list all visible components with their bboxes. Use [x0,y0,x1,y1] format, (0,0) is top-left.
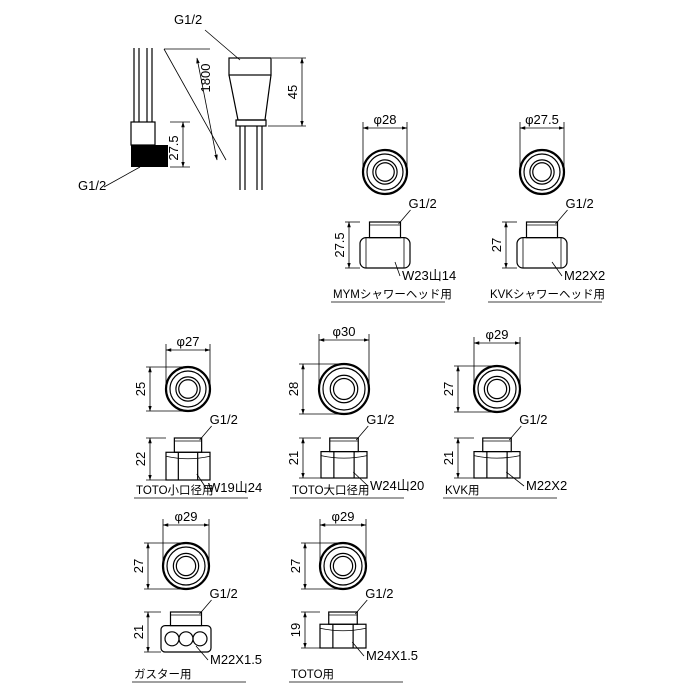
connection-label: W24山20 [370,478,424,493]
adapter-side-view [516,221,568,269]
caption: TOTO用 [291,669,334,681]
height-label: 27 [489,238,504,252]
height-label: 22 [133,452,148,466]
dim-head: 45 [285,85,300,99]
adapter-top-view [161,541,211,591]
adapters: φ2827.5G1/2W23山14MYMシャワーヘッド用φ27.527G1/2M… [131,112,605,683]
thread-label: G1/2 [365,586,393,601]
thread-label: G1/2 [210,586,238,601]
connection-label: M22X2 [526,478,567,493]
caption: TOTO大口径用 [292,483,370,497]
height-label: 27.5 [332,232,347,257]
adapter-top-view [518,148,566,196]
adapter-side-view [165,437,211,481]
adapter-side-view [320,437,368,479]
diameter-label: φ27 [177,334,200,349]
connection-label: W19山24 [208,480,262,495]
label-g12-bottom: G1/2 [78,178,106,193]
label-g12-top: G1/2 [174,12,202,27]
diameter-label: φ29 [486,327,509,342]
caption: TOTO小口径用 [136,484,214,497]
dim-length: 1800 [198,64,213,93]
height-label: 21 [286,451,301,465]
diameter-label: φ27.5 [525,112,559,127]
diameter-label: φ29 [332,509,355,524]
top-height-label: 27 [441,382,456,396]
caption: ガスター用 [134,668,192,681]
caption: MYMシャワーヘッド用 [333,289,452,301]
diameter-label: φ28 [374,112,397,127]
top-height-label: 28 [286,382,301,396]
thread-label: G1/2 [519,412,547,427]
diameter-label: φ29 [175,509,198,524]
connection-label: M22X2 [564,268,605,283]
thread-label: G1/2 [566,196,594,211]
top-height-label: 27 [131,559,146,573]
diameter-label: φ30 [333,324,356,339]
connection-label: M22X1.5 [210,652,262,667]
hose-knurled-nut [131,145,168,167]
caption: KVKシャワーヘッド用 [490,289,605,301]
thread-label: G1/2 [366,412,394,427]
adapter-side-view [160,611,212,653]
connection-label: M24X1.5 [366,648,418,663]
connection-label: W23山14 [402,268,456,283]
adapter-top-view [164,365,212,413]
adapter-top-view [317,362,371,416]
dim-tail: 27.5 [166,135,181,160]
thread-label: G1/2 [210,412,238,427]
height-label: 21 [441,451,456,465]
adapter-side-view [473,437,521,479]
hose-drawing: 27.5 G1/2 1800 G1/2 45 [78,12,306,193]
adapter-top-view [318,541,368,591]
caption: KVK用 [445,485,480,497]
adapter-side-view [359,221,411,269]
height-label: 19 [288,623,303,637]
top-height-label: 27 [288,559,303,573]
thread-label: G1/2 [409,196,437,211]
adapter-side-view [319,611,367,649]
height-label: 21 [131,625,146,639]
adapter-top-view [472,364,522,414]
top-height-label: 25 [133,382,148,396]
adapter-top-view [361,148,409,196]
